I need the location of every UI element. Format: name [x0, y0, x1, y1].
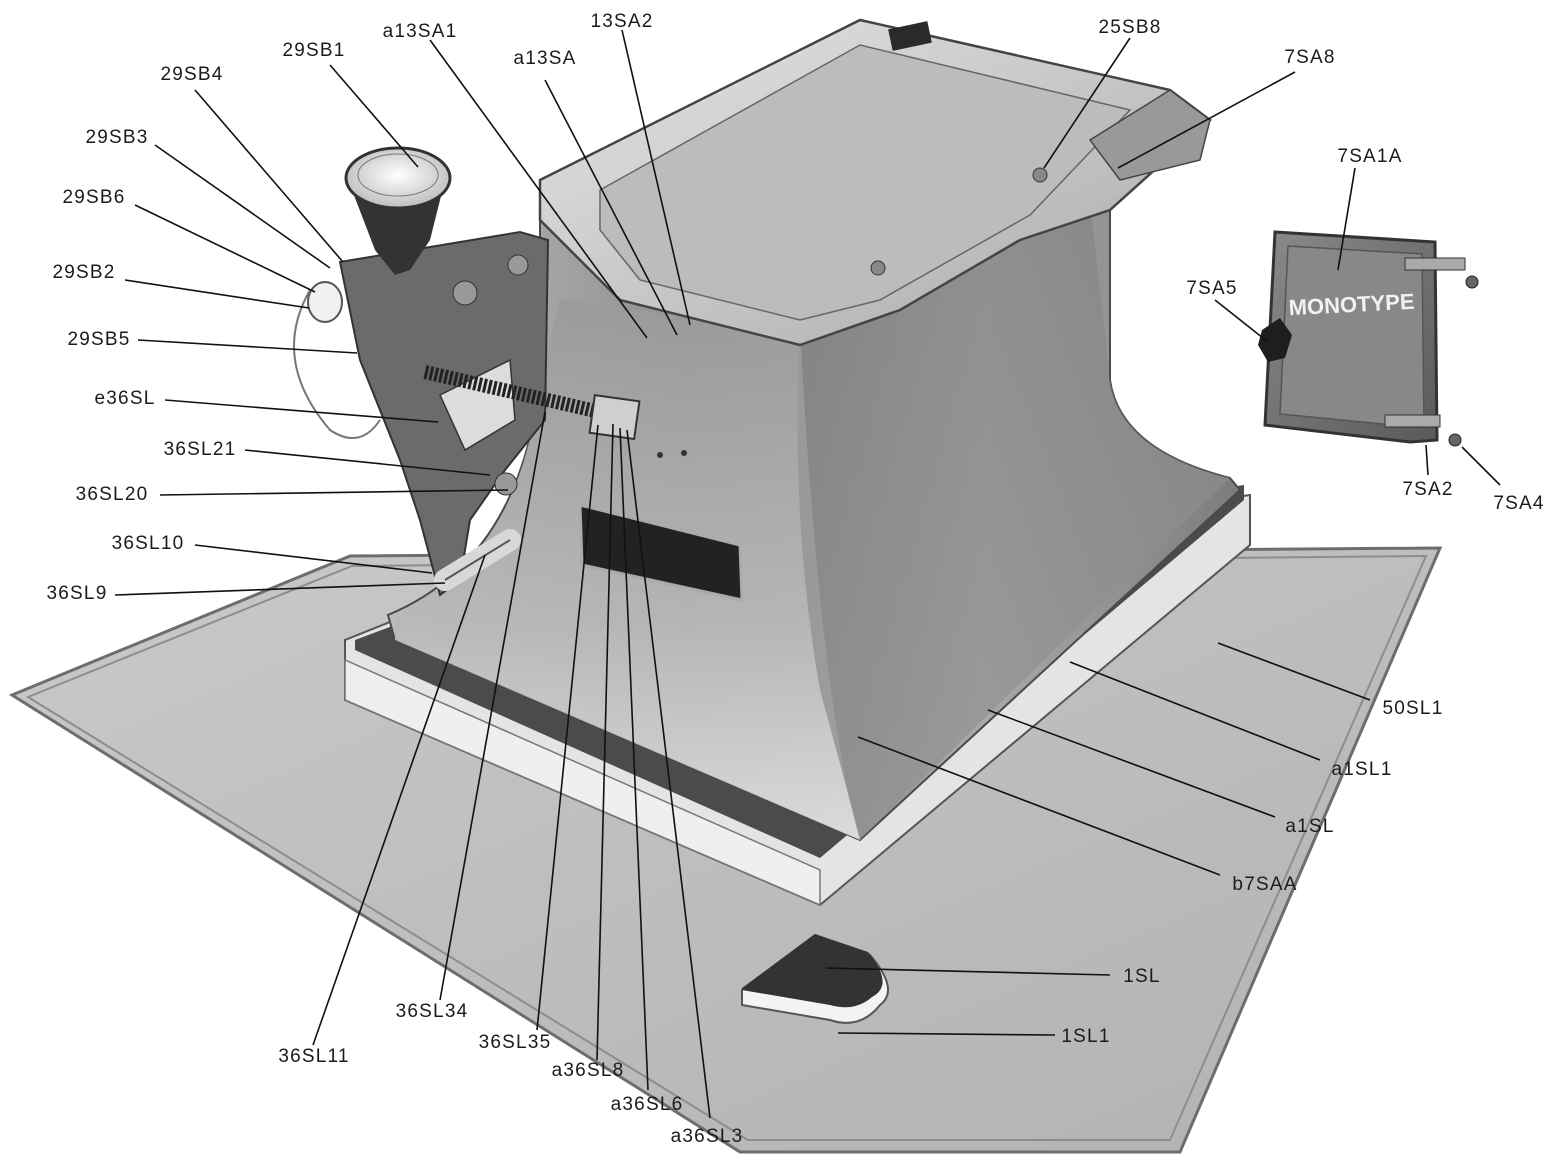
label-a36SL3: a36SL3 — [671, 1126, 744, 1147]
label-29SB3: 29SB3 — [85, 127, 148, 148]
label-13SA2: 13SA2 — [590, 11, 653, 32]
label-29SB6: 29SB6 — [62, 187, 125, 208]
label-36SL35: 36SL35 — [479, 1032, 552, 1053]
leader-lines — [114, 29, 1501, 1119]
label-25SB8: 25SB8 — [1098, 17, 1161, 38]
label-36SL10: 36SL10 — [112, 533, 185, 554]
label-a36SL8: a36SL8 — [552, 1060, 625, 1081]
inspection-door: MONOTYPE — [1258, 230, 1479, 447]
label-a13SA1: a13SA1 — [383, 21, 458, 42]
label-29SB1: 29SB1 — [282, 40, 345, 61]
label-a36SL6: a36SL6 — [611, 1094, 684, 1115]
pedestal-body — [386, 143, 1242, 842]
label-1SL: 1SL — [1123, 966, 1160, 987]
foot-pad — [741, 933, 889, 1024]
label-b7SAA: b7SAA — [1232, 874, 1297, 895]
part-labels: 29SB1 a13SA1 13SA2 a13SA 25SB8 7SA8 29SB… — [47, 11, 1544, 1147]
label-36SL11: 36SL11 — [278, 1046, 349, 1067]
label-7SA5: 7SA5 — [1186, 278, 1237, 299]
label-e36SL: e36SL — [95, 388, 156, 409]
top-tray — [538, 18, 1212, 347]
label-7SA4: 7SA4 — [1493, 493, 1544, 514]
label-36SL21: 36SL21 — [164, 439, 237, 460]
label-a1SL: a1SL — [1285, 816, 1334, 837]
label-29SB2: 29SB2 — [52, 262, 115, 283]
label-36SL20: 36SL20 — [76, 484, 149, 505]
label-50SL1: 50SL1 — [1383, 698, 1444, 719]
label-29SB5: 29SB5 — [67, 329, 130, 350]
label-a1SL1: a1SL1 — [1332, 759, 1393, 780]
label-1SL1: 1SL1 — [1061, 1026, 1110, 1047]
label-29SB4: 29SB4 — [160, 64, 223, 85]
label-36SL9: 36SL9 — [47, 583, 108, 604]
label-7SA1A: 7SA1A — [1337, 146, 1402, 167]
label-36SL34: 36SL34 — [396, 1001, 469, 1022]
gauge-bracket — [293, 146, 641, 597]
label-7SA8: 7SA8 — [1284, 47, 1335, 68]
label-7SA2: 7SA2 — [1402, 479, 1453, 500]
label-a13SA: a13SA — [513, 48, 576, 69]
